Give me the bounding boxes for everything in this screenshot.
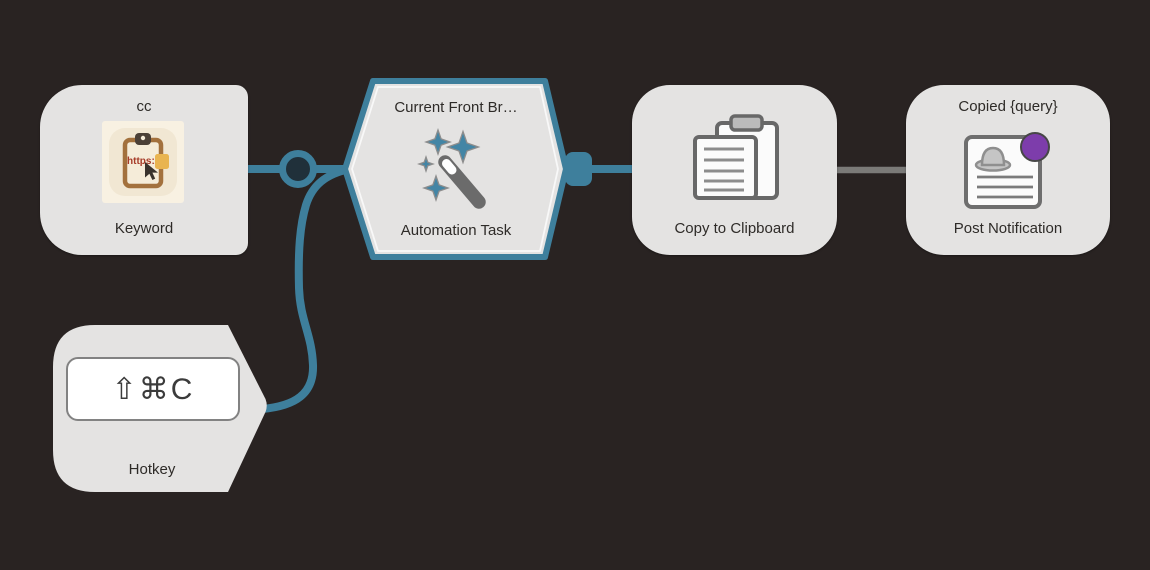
automation-task-label: Automation Task	[400, 222, 512, 239]
post-notification-label: Post Notification	[953, 220, 1063, 237]
keyword-icon-url-text: https:/	[127, 156, 158, 167]
connection-hotkey-to-automation[interactable]	[258, 165, 354, 413]
notification-card-icon	[964, 132, 1050, 209]
sparkle-star-icon	[422, 174, 450, 202]
hotkey-label: Hotkey	[128, 461, 176, 478]
node-post-notification[interactable]: Copied {query} Post Notification	[906, 85, 1110, 255]
sparkle-star-icon	[417, 155, 435, 173]
node-copy-to-clipboard[interactable]: Copy to Clipboard	[632, 85, 837, 255]
automation-task-title: Current Front Br…	[394, 99, 518, 116]
keyword-title: cc	[136, 98, 152, 115]
hotkey-shortcut: ⇧⌘C	[111, 372, 195, 406]
node-keyword[interactable]: cc https:/ Keyword	[40, 85, 248, 255]
magic-wand-icon	[417, 128, 486, 209]
post-notification-title: Copied {query}	[958, 98, 1058, 115]
copy-to-clipboard-label: Copy to Clipboard	[674, 220, 795, 237]
clipboard-copy-icon	[693, 114, 779, 200]
automation-task-inner-highlight	[351, 86, 559, 252]
cursor-arrow-icon	[145, 162, 158, 180]
sparkle-star-icon	[424, 128, 452, 156]
hotkey-keycap[interactable]: ⇧⌘C	[66, 357, 240, 421]
automation-output-tab[interactable]	[565, 152, 592, 186]
keyword-clipboard-icon: https:/	[102, 121, 184, 203]
sparkle-star-icon	[445, 129, 481, 165]
notification-badge-icon	[1020, 132, 1050, 162]
connection-midpoint-handle[interactable]	[279, 150, 317, 188]
keyword-label: Keyword	[114, 220, 174, 237]
